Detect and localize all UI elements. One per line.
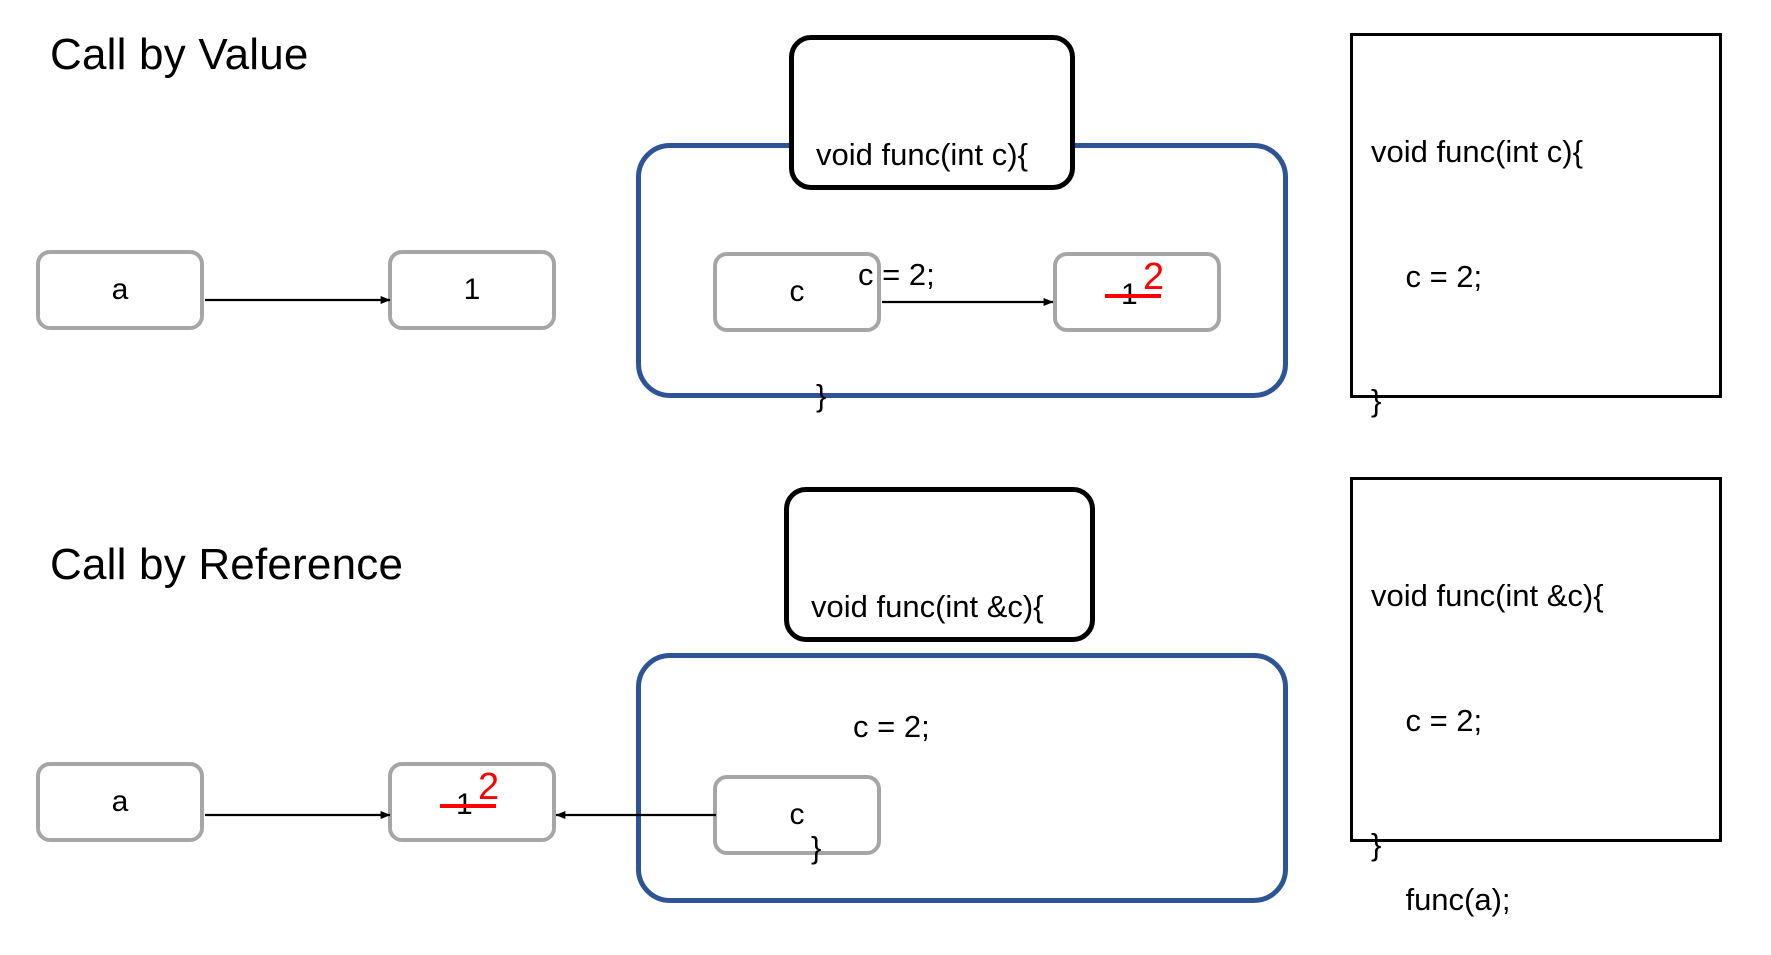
- value-box-a-value: 1: [388, 250, 556, 330]
- code-line: c = 2;: [1371, 258, 1483, 294]
- var-label-c-reference: c: [789, 798, 805, 831]
- section-title-call-by-reference: Call by Reference: [50, 540, 404, 589]
- code-panel-call-by-reference: void func(int &c){ c = 2; } void main(){…: [1350, 477, 1722, 862]
- var-label-a-value: a: [111, 273, 129, 306]
- value-correction-shared-reference: 1 2: [440, 768, 504, 826]
- var-box-c-value: c: [713, 252, 881, 332]
- code-line: func(a);: [1371, 881, 1511, 917]
- strikethrough-icon: [440, 804, 496, 808]
- code-line: void func(int &c){: [1371, 578, 1604, 614]
- strikethrough-icon: [1105, 294, 1161, 298]
- function-line-close-reference: }: [811, 830, 822, 866]
- var-label-c-value: c: [789, 275, 805, 308]
- scope-box-call-by-reference: [636, 653, 1288, 903]
- value-new-c-value: 2: [1143, 256, 1165, 298]
- function-box-call-by-reference: void func(int &c){ c = 2; }: [784, 487, 1095, 865]
- function-line-body-value: c = 2;: [858, 257, 935, 293]
- var-box-a-reference: a: [36, 762, 204, 842]
- var-box-c-reference: c: [713, 775, 881, 855]
- function-line-close-value: }: [816, 378, 827, 414]
- code-panel-call-by-value: void func(int c){ c = 2; } void main(){ …: [1350, 33, 1722, 917]
- value-label-a-value: 1: [463, 273, 481, 306]
- function-line-signature-reference: void func(int &c){: [811, 588, 1044, 624]
- var-label-a-reference: a: [111, 785, 129, 818]
- section-title-call-by-value: Call by Value: [50, 30, 309, 79]
- code-line: }: [1371, 827, 1382, 863]
- code-line: void func(int c){: [1371, 134, 1583, 170]
- code-line: }: [1371, 383, 1382, 419]
- code-line: [1371, 949, 1701, 955]
- var-box-a-value: a: [36, 250, 204, 330]
- code-line: c = 2;: [1371, 702, 1483, 738]
- function-box-call-by-value: void func(int c){ c = 2; }: [789, 35, 1075, 413]
- value-box-shared-reference: 1 2: [388, 762, 556, 842]
- value-new-shared-reference: 2: [478, 766, 500, 808]
- value-box-c-value: 1 2: [1053, 252, 1221, 332]
- function-line-signature-value: void func(int c){: [816, 136, 1028, 172]
- function-line-body-reference: c = 2;: [853, 709, 930, 745]
- value-correction-c-value: 1 2: [1105, 258, 1169, 316]
